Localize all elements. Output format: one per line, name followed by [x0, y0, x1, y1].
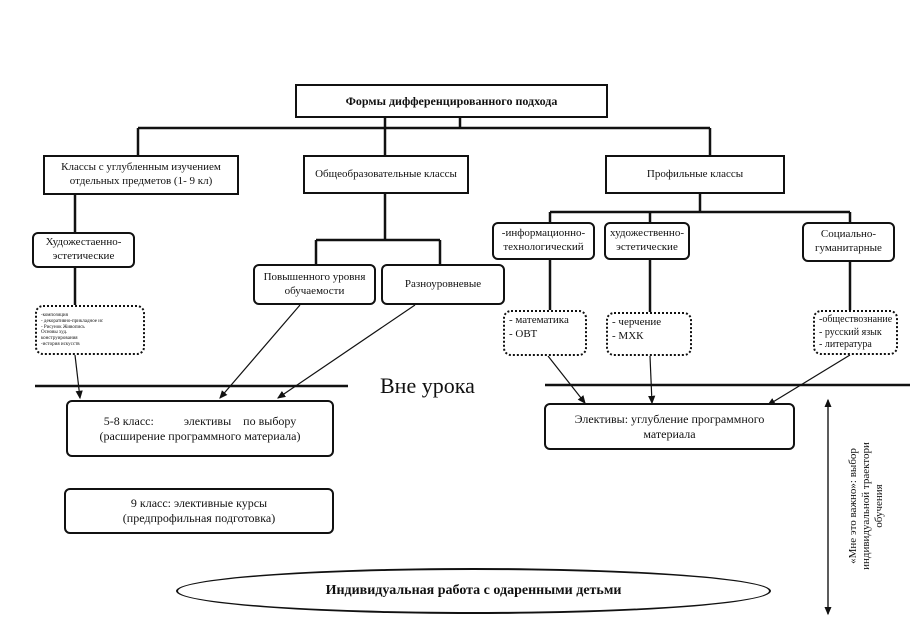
individual-work-ellipse: Индивидуальная работа с одаренными детьм…	[176, 568, 771, 614]
title-text: Формы дифференцированного подхода	[345, 93, 558, 108]
art-detail-item: Основы худ.	[41, 330, 68, 336]
in-depth-classes-label: Классы с углубленным изучением отдельных…	[61, 161, 221, 187]
it-profile-label: -информационно-технологический	[501, 227, 586, 253]
social-detail-item: - русский язык	[819, 326, 882, 338]
art-aesthetic-box: Художестаенно-эстетические	[32, 232, 135, 268]
side-note-line: индивидуальной траектори	[860, 442, 873, 570]
art-detail-item: - Рисунок Живопись	[41, 324, 85, 330]
electives-grade: 5-8 класс:	[103, 413, 154, 428]
electives-deepening-box: Элективы: углубление программного матери…	[544, 403, 795, 450]
it-detail-item: - математика	[509, 314, 569, 326]
social-detail-item: - литература	[819, 339, 872, 350]
general-classes-label: Общеобразовательные классы	[315, 167, 457, 180]
side-note: «Мне это важно»: выбор индивидуальной тр…	[847, 416, 893, 596]
art-profile-label: художественно-эстетические	[610, 227, 684, 253]
profile-classes-label: Профильные классы	[646, 167, 744, 180]
it-details-box: - математика - ОВТ	[503, 310, 587, 356]
social-profile-label: Социально-гуманитарные	[815, 228, 882, 254]
electives-9-box: 9 класс: элективные курсы (предпрофильна…	[64, 488, 334, 534]
side-note-line: «Мне это важно»: выбор	[847, 448, 859, 564]
it-detail-item: - ОВТ	[509, 327, 538, 340]
social-detail-item: -обществознание	[819, 314, 893, 325]
art-detail-item: -композиция	[41, 313, 68, 318]
electives-text: элективы	[183, 413, 232, 428]
art-profile-detail-item: - черчение	[612, 316, 662, 328]
electives-9-line1: 9 класс: элективные курсы	[130, 496, 268, 510]
electives-deepening-label: Элективы: углубление программного матери…	[574, 411, 765, 441]
art-profile-box: художественно-эстетические	[604, 222, 690, 260]
advanced-level-box: Повышенного уровня обучаемости	[253, 264, 376, 305]
multi-level-label: Разноуровневые	[404, 277, 482, 290]
advanced-level-label: Повышенного уровня обучаемости	[263, 270, 366, 297]
individual-work-label: Индивидуальная работа с одаренными детьм…	[325, 583, 622, 598]
art-details-box: -композиция - декоративно-прикладное ис …	[35, 305, 145, 355]
electives-9-line2: (предпрофильная подготовка)	[122, 511, 276, 525]
title-box: Формы дифференцированного подхода	[295, 84, 608, 118]
art-detail-item: - декоративно-прикладное ис	[41, 318, 104, 324]
profile-classes-box: Профильные классы	[605, 155, 785, 194]
art-profile-detail-item: - МХК	[612, 329, 644, 342]
outside-lesson-label: Вне урока	[380, 373, 475, 398]
electives-5-8-sub: (расширение программного материала)	[99, 428, 301, 443]
multi-level-box: Разноуровневые	[381, 264, 505, 305]
in-depth-classes-box: Классы с углубленным изучением отдельных…	[43, 155, 239, 195]
general-classes-box: Общеобразовательные классы	[303, 155, 469, 194]
it-profile-box: -информационно-технологический	[492, 222, 595, 260]
art-aesthetic-label: Художестаенно-эстетические	[45, 236, 122, 262]
art-detail-item: конструирования	[41, 336, 78, 341]
social-details-box: -обществознание - русский язык - литерат…	[813, 310, 898, 355]
art-profile-details-box: - черчение - МХК	[606, 312, 692, 356]
electives-5-8-box: 5-8 класс: элективы по выбору (расширени…	[66, 400, 334, 457]
social-profile-box: Социально-гуманитарные	[802, 222, 895, 262]
electives-5-8-line: 5-8 класс: элективы по выбору	[104, 414, 297, 429]
art-detail-item: -история искусств	[41, 341, 80, 347]
side-note-line: обучения	[873, 484, 886, 528]
electives-choice: по выбору	[243, 413, 297, 428]
